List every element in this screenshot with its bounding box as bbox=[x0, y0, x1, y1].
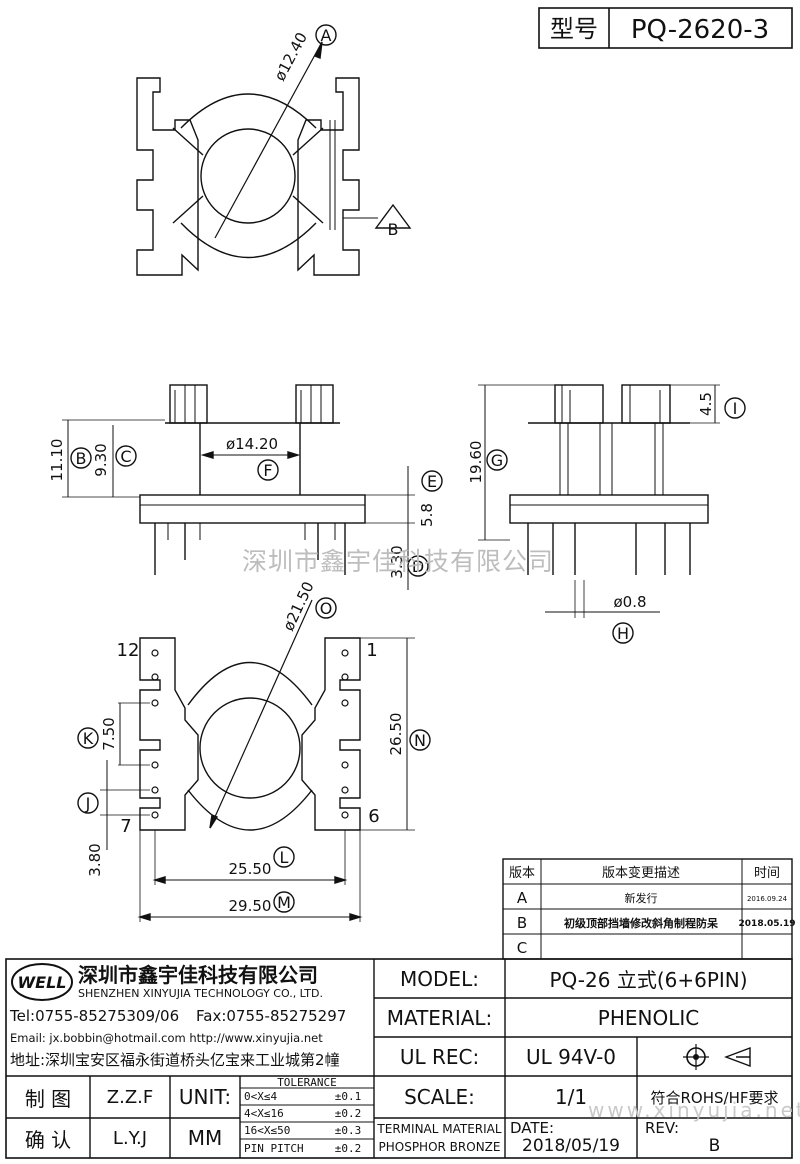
scale-value: 1/1 bbox=[554, 1085, 588, 1109]
company-name-cn: 深圳市鑫宇佳科技有限公司 bbox=[78, 962, 318, 987]
bottom-dim-j: 3.80 bbox=[86, 843, 104, 876]
company-name-en: SHENZHEN XINYUJIA TECHNOLOGY CO., LTD. bbox=[78, 986, 323, 1000]
company-email: Email: jx.bobbin@hotmail.com http://www.… bbox=[10, 1031, 323, 1045]
company-address: 地址:深圳宝安区福永街道桥头亿宝来工业城第2幢 bbox=[10, 1050, 340, 1069]
front-inner-dia: ø14.20 bbox=[226, 435, 278, 453]
front-view: ø14.20 F 11.10 B 9.30 C 5.8 E 3.30 D bbox=[48, 384, 443, 590]
ul-value: UL 94V-0 bbox=[525, 1044, 617, 1069]
callout-e: E bbox=[427, 472, 437, 491]
material-value: PHENOLIC bbox=[597, 1005, 700, 1030]
tol-value-3: ±0.3 bbox=[334, 1124, 362, 1137]
side-height: 19.60 bbox=[467, 441, 485, 484]
tol-range-4: PIN PITCH bbox=[244, 1141, 304, 1155]
terminal-material-value: PHOSPHOR BRONZE bbox=[378, 1139, 501, 1154]
pin-label-6: 6 bbox=[368, 806, 379, 827]
pin-label-12: 12 bbox=[117, 640, 140, 661]
callout-c: C bbox=[120, 447, 131, 466]
rev-row-c-ver: C bbox=[517, 939, 527, 957]
front-pin-length: 5.8 bbox=[418, 503, 436, 527]
model-value: PQ-26 立式(6+6PIN) bbox=[549, 968, 748, 992]
bottom-dim-m: 29.50 bbox=[229, 897, 272, 915]
rev-row-a-desc: 新发行 bbox=[625, 891, 658, 905]
terminal-material-label: TERMINAL MATERIAL bbox=[377, 1121, 502, 1136]
checked-label: 确 认 bbox=[24, 1127, 72, 1152]
checked-value: L.Y.J bbox=[112, 1127, 148, 1149]
rev-header-ver: 版本 bbox=[509, 866, 535, 881]
bottom-view: ø21.50 O 12 1 7 6 7.50 K J 3.80 26.50 N … bbox=[77, 579, 431, 922]
company-tel: Tel:0755-85275309/06 bbox=[10, 1007, 180, 1025]
bottom-dim-l: 25.50 bbox=[229, 860, 272, 878]
rev-value: B bbox=[708, 1136, 721, 1156]
drawn-value: Z.Z.F bbox=[106, 1086, 154, 1108]
tol-range-2: 4<X≤16 bbox=[244, 1107, 284, 1120]
tol-range-3: 16<X≤50 bbox=[244, 1124, 291, 1137]
tolerance-title: TOLERANCE bbox=[277, 1075, 337, 1089]
side-pin-dia: ø0.8 bbox=[613, 593, 646, 611]
callout-k: K bbox=[83, 729, 94, 748]
callout-top-b: B bbox=[388, 220, 399, 239]
pin-label-7: 7 bbox=[120, 816, 131, 837]
drawn-label: 制 图 bbox=[24, 1086, 72, 1111]
callout-j: J bbox=[85, 794, 91, 813]
callout-front-b: B bbox=[76, 449, 87, 468]
front-total-height: 11.10 bbox=[48, 439, 66, 482]
callout-m: M bbox=[277, 893, 291, 912]
rev-row-b-desc: 初级顶部挡墙修改斜角制程防呆 bbox=[564, 916, 719, 930]
callout-n: N bbox=[414, 731, 426, 750]
tol-range-1: 0<X≤4 bbox=[244, 1090, 278, 1103]
date-value: 2018/05/19 bbox=[522, 1136, 620, 1156]
date-label: DATE: bbox=[510, 1119, 555, 1137]
unit-value: MM bbox=[187, 1126, 223, 1150]
rev-header-desc: 版本变更描述 bbox=[602, 865, 680, 881]
callout-g: G bbox=[491, 451, 503, 470]
rev-row-a-ver: A bbox=[517, 889, 528, 907]
model-code: PQ-2620-3 bbox=[631, 15, 769, 45]
company-watermark: 深圳市鑫宇佳科技有限公司 bbox=[242, 547, 555, 576]
callout-f: F bbox=[263, 461, 272, 480]
callout-i: I bbox=[733, 399, 738, 418]
top-view: ø12.40 A B bbox=[136, 24, 412, 276]
ul-label: UL REC: bbox=[399, 1044, 480, 1069]
side-view: 19.60 G 4.5 I ø0.8 H bbox=[467, 384, 746, 644]
rev-row-b-ver: B bbox=[517, 914, 527, 932]
title-block-grid: WELL bbox=[5, 958, 793, 1159]
model-header: 型号 PQ-2620-3 bbox=[538, 7, 793, 49]
company-logo bbox=[11, 963, 73, 1001]
tol-value-1: ±0.1 bbox=[334, 1090, 362, 1103]
tol-value-2: ±0.2 bbox=[334, 1107, 362, 1120]
company-fax: Fax:0755-85275297 bbox=[196, 1007, 347, 1025]
bottom-dim-k: 7.50 bbox=[100, 717, 118, 750]
callout-o: O bbox=[320, 599, 333, 618]
rohs-note: 符合ROHS/HF要求 bbox=[650, 1088, 779, 1107]
url-watermark: www.xinyujia.net bbox=[588, 1098, 800, 1122]
front-body-height: 9.30 bbox=[92, 443, 110, 476]
rev-row-b-date: 2018.05.19 bbox=[739, 919, 796, 929]
top-diameter: ø12.40 bbox=[271, 29, 311, 83]
bottom-dim-n: 26.50 bbox=[387, 713, 405, 756]
pin-label-1: 1 bbox=[366, 640, 377, 661]
callout-a: A bbox=[321, 26, 332, 45]
revision-table: 版本 版本变更描述 时间 A 新发行 2016.09.24 B 初级顶部挡墙修改… bbox=[502, 858, 796, 960]
side-top-height: 4.5 bbox=[697, 392, 715, 416]
tol-value-4: ±0.2 bbox=[334, 1141, 362, 1155]
type-label: 型号 bbox=[550, 15, 598, 43]
unit-label: UNIT: bbox=[178, 1085, 232, 1109]
material-label: MATERIAL: bbox=[386, 1005, 493, 1030]
rev-label: REV: bbox=[645, 1119, 679, 1137]
logo-text: WELL bbox=[18, 973, 67, 992]
callout-d: D bbox=[412, 557, 424, 576]
callout-h: H bbox=[617, 624, 629, 643]
projection-symbol-icon bbox=[724, 1046, 751, 1068]
front-pin-stub: 3.30 bbox=[388, 545, 406, 578]
scale-label: SCALE: bbox=[404, 1085, 475, 1109]
callout-l: L bbox=[280, 848, 289, 867]
bottom-diameter: ø21.50 bbox=[279, 579, 317, 634]
rev-row-a-date: 2016.09.24 bbox=[747, 895, 788, 903]
rev-header-date: 时间 bbox=[754, 866, 780, 881]
model-label: MODEL: bbox=[400, 966, 479, 991]
